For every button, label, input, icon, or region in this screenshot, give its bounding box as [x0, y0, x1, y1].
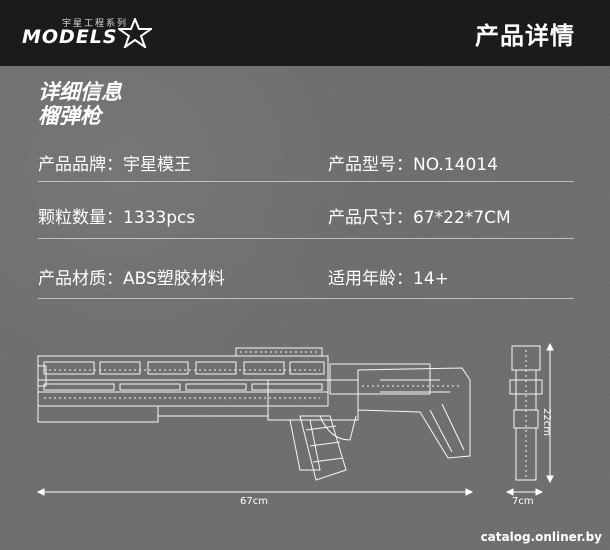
length-dimension-label: 67cm — [240, 496, 268, 507]
width-dimension-label: 7cm — [512, 496, 534, 507]
spec-model: 产品型号：NO.14014 — [328, 155, 498, 175]
spec-material: 产品材质：ABS塑胶材料 — [38, 269, 225, 289]
height-dimension-label: 22cm — [541, 408, 552, 436]
divider — [38, 181, 574, 182]
divider — [38, 298, 574, 299]
section-title: 详细信息 榴弹枪 — [38, 80, 122, 128]
product-line-drawing — [36, 342, 554, 496]
watermark: catalog.onliner.by — [480, 530, 602, 544]
header-bar: 宇星工程系列 MODELS 产品详情 — [0, 0, 610, 66]
spec-row: 颗粒数量：1333pcs 产品尺寸：67*22*7CM — [38, 203, 574, 233]
spec-piece-count: 颗粒数量：1333pcs — [38, 208, 196, 228]
section-title-line1: 详细信息 — [38, 80, 122, 104]
brand-logo-text: MODELS — [22, 26, 118, 48]
spec-brand: 产品品牌：宇星模王 — [38, 155, 191, 175]
spec-size: 产品尺寸：67*22*7CM — [328, 208, 511, 228]
brand-series-cn: 宇星工程系列 — [62, 19, 129, 29]
star-logo-icon — [118, 18, 152, 48]
spec-row: 产品品牌：宇星模王 产品型号：NO.14014 — [38, 150, 574, 180]
spec-row: 产品材质：ABS塑胶材料 适用年龄：14+ — [38, 264, 574, 294]
product-name: 榴弹枪 — [38, 104, 101, 128]
divider — [38, 238, 574, 239]
spec-age: 适用年龄：14+ — [328, 269, 449, 289]
page-title: 产品详情 — [475, 22, 575, 50]
